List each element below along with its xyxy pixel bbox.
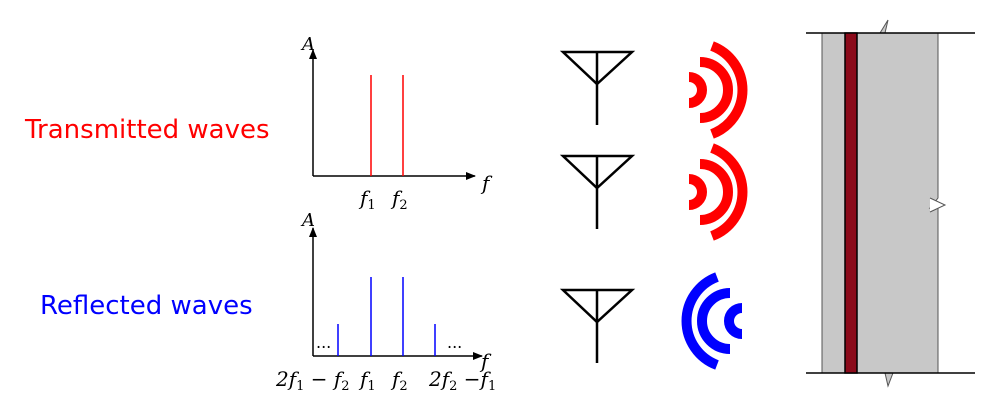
reflected-waves-label: Reflected waves — [40, 291, 253, 321]
amplitude-axis-label: A — [300, 34, 315, 55]
ellipsis-right: ... — [447, 333, 462, 352]
signal-waves-icon — [681, 272, 743, 370]
embedded-core-layer — [844, 32, 858, 374]
transmitted-waves-label: Transmitted waves — [24, 115, 270, 145]
ellipsis-left: ... — [316, 333, 331, 352]
tick-label-2f2-minus-f1: 2f2 −f1 — [428, 367, 496, 394]
tick-label-f2: f2 — [390, 186, 408, 213]
amplitude-axis-label: A — [300, 210, 315, 231]
antenna-icon — [559, 50, 636, 125]
tick-label-f1: f1 — [358, 186, 376, 213]
tick-label-f1: f1 — [358, 367, 376, 394]
antenna-icon — [559, 288, 636, 363]
beam-body — [821, 19, 939, 388]
structural-member — [806, 19, 975, 388]
signal-waves-icon — [688, 143, 748, 241]
reflected-spectrum: A f ... ... 2f1 − f2 f1 f2 2f2 −f1 — [275, 210, 496, 394]
signal-waves-icon — [688, 41, 748, 139]
tick-label-f2: f2 — [390, 367, 408, 394]
crack-notch — [929, 197, 947, 213]
antenna-icon — [559, 154, 636, 229]
tick-label-2f1-minus-f2: 2f1 − f2 — [275, 367, 350, 394]
frequency-axis-label: f — [480, 171, 493, 195]
transmitted-spectrum: A f f1 f2 — [300, 34, 493, 213]
